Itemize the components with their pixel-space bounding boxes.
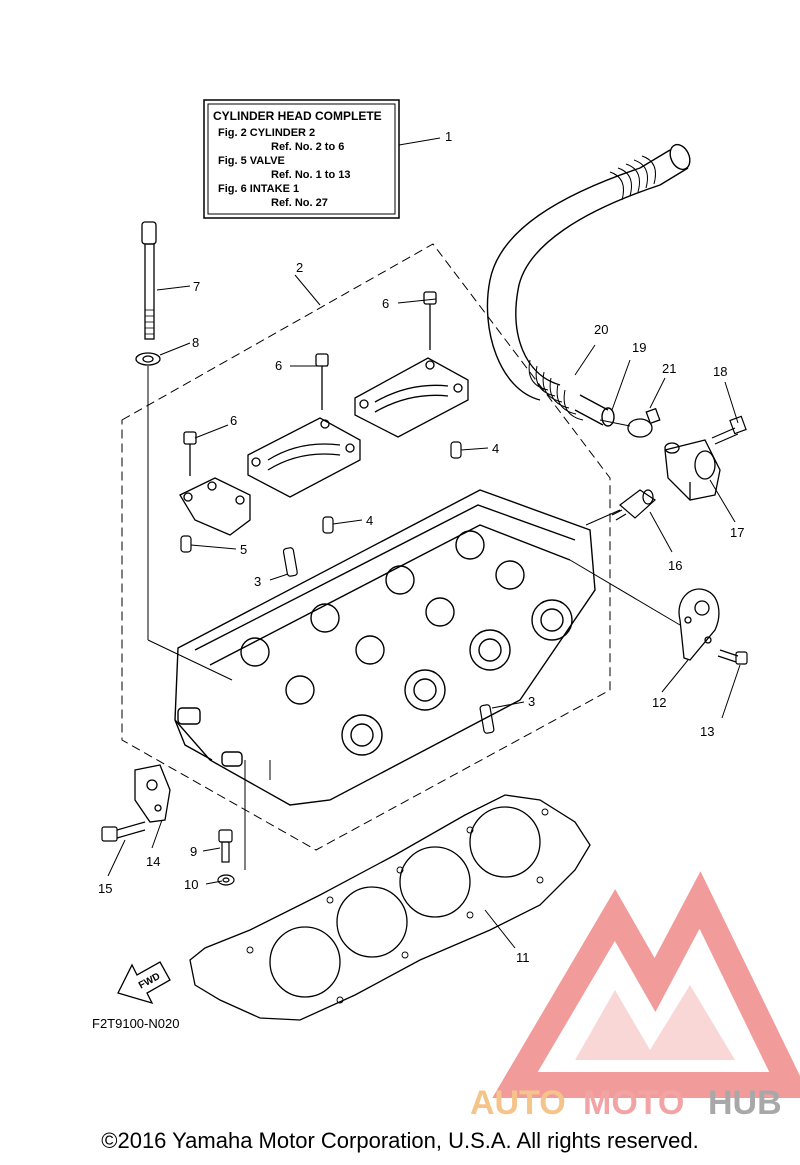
head-bolt	[141, 221, 157, 340]
callout-6a: 6	[382, 296, 389, 311]
automotohub-logo-icon	[492, 871, 800, 1098]
callout-19: 19	[632, 340, 646, 355]
callout-6b: 6	[275, 358, 282, 373]
bolt-13	[717, 649, 748, 665]
callout-4b: 4	[366, 513, 373, 528]
ref-box-line-6: Ref. No. 27	[271, 197, 328, 209]
callout-15: 15	[98, 881, 112, 896]
cam-cap-right	[354, 291, 469, 438]
ref-box-line-4: Ref. No. 1 to 13	[271, 169, 350, 181]
callout-numbers: 1 2 3 3 4 4 5 6 6 6 7 8 9 10 11 12 13 14…	[98, 129, 744, 965]
hose-clamp	[627, 407, 661, 438]
ref-box-line-1: Fig. 2 CYLINDER 2	[218, 127, 315, 139]
callout-12: 12	[652, 695, 666, 710]
thermo-housing	[664, 439, 721, 501]
callout-9: 9	[190, 844, 197, 859]
forward-arrow-icon: FWD	[117, 961, 171, 1005]
callout-13: 13	[700, 724, 714, 739]
bracket-14	[134, 764, 171, 823]
hose	[486, 143, 691, 427]
temperature-sender	[611, 489, 656, 521]
callout-16: 16	[668, 558, 682, 573]
ref-box-line-3: Fig. 5 VALVE	[218, 155, 285, 167]
watermark-hub: HUB	[708, 1084, 782, 1122]
ref-box-title: CYLINDER HEAD COMPLETE	[213, 109, 382, 123]
callout-8: 8	[192, 335, 199, 350]
callout-3a: 3	[254, 574, 261, 589]
callout-14: 14	[146, 854, 160, 869]
callout-7: 7	[193, 279, 200, 294]
cylinder-head	[174, 489, 596, 806]
callout-6c: 6	[230, 413, 237, 428]
bolt-15	[101, 821, 146, 842]
callout-17: 17	[730, 525, 744, 540]
copyright-notice: ©2016 Yamaha Motor Corporation, U.S.A. A…	[101, 1128, 699, 1153]
bolt-18	[711, 415, 747, 445]
dowel-pins	[180, 441, 495, 734]
leader-lines	[107, 274, 741, 949]
washer-8	[135, 352, 161, 366]
callout-21: 21	[662, 361, 676, 376]
cam-cap-middle	[247, 353, 361, 498]
assembly-outline	[121, 243, 611, 851]
cam-cap-left	[179, 431, 251, 536]
bracket-12	[678, 588, 720, 661]
callout-20: 20	[594, 322, 608, 337]
callout-3b: 3	[528, 694, 535, 709]
callout-18: 18	[713, 364, 727, 379]
callout-2: 2	[296, 260, 303, 275]
ref-box-line-2: Ref. No. 2 to 6	[271, 141, 344, 153]
callout-5: 5	[240, 542, 247, 557]
callout-1: 1	[445, 129, 452, 144]
watermark-wordmark: AUTO MOTO HUB	[470, 1084, 782, 1122]
callout-4a: 4	[492, 441, 499, 456]
bolt-9	[218, 829, 233, 863]
head-gasket	[189, 794, 591, 1021]
callout-10: 10	[184, 877, 198, 892]
reference-box: CYLINDER HEAD COMPLETE Fig. 2 CYLINDER 2…	[203, 99, 441, 219]
washer-10	[217, 874, 235, 886]
watermark-moto: MOTO	[583, 1084, 684, 1122]
callout-11: 11	[516, 950, 530, 965]
ref-box-line-5: Fig. 6 INTAKE 1	[218, 183, 299, 195]
watermark-auto: AUTO	[470, 1084, 566, 1122]
diagram-code: F2T9100-N020	[92, 1016, 179, 1031]
